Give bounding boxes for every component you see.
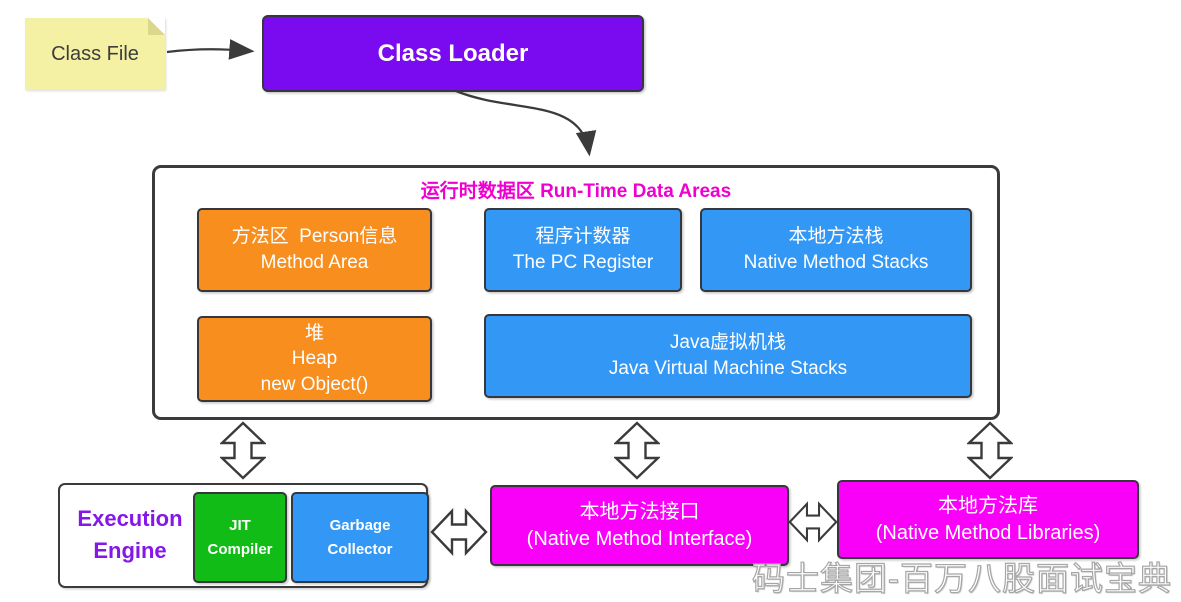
updown-arrow-icon	[967, 421, 1013, 480]
execution-engine-label: Execution Engine	[64, 503, 196, 567]
leftright-arrow-icon	[788, 501, 838, 543]
leftright-arrow-icon	[430, 508, 488, 556]
class-loader-box: Class Loader	[262, 15, 644, 92]
class-file-label: Class File	[51, 42, 139, 65]
garbage-collector-box: Garbage Collector	[291, 492, 429, 583]
native-method-libraries-label-en: (Native Method Libraries)	[875, 521, 1101, 544]
classfile-to-loader-arrow	[166, 39, 255, 60]
jit-compiler-label-line2: Compiler	[207, 540, 273, 558]
native-method-stacks-box: 本地方法栈 Native Method Stacks	[700, 208, 972, 292]
pc-register-label-zh: 程序计数器	[535, 226, 631, 248]
jvm-stacks-label-zh: Java虚拟机栈	[669, 332, 787, 354]
native-method-interface-label-en: (Native Method Interface)	[526, 527, 753, 550]
heap-label-code: new Object()	[260, 373, 369, 395]
native-method-stacks-label-zh: 本地方法栈	[788, 226, 884, 248]
pc-register-label-en: The PC Register	[512, 252, 654, 273]
class-file-note: Class File	[25, 18, 165, 90]
pc-register-box: 程序计数器 The PC Register	[484, 208, 682, 292]
watermark-text: 码士集团-百万八股面试宝典	[751, 559, 1172, 597]
jit-compiler-box: JIT Compiler	[193, 492, 287, 583]
heap-label-zh: 堆	[304, 322, 324, 344]
native-method-libraries-label-zh: 本地方法库	[938, 494, 1038, 517]
jvm-stacks-box: Java虚拟机栈 Java Virtual Machine Stacks	[484, 314, 972, 398]
native-method-interface-label-zh: 本地方法接口	[579, 500, 700, 523]
native-method-stacks-label-en: Native Method Stacks	[743, 252, 929, 273]
updown-arrow-icon	[220, 421, 266, 480]
native-method-libraries-box: 本地方法库 (Native Method Libraries)	[837, 480, 1139, 559]
garbage-collector-label-line2: Collector	[327, 540, 393, 558]
class-loader-label: Class Loader	[377, 39, 529, 67]
method-area-box: 方法区 Person信息 Method Area	[197, 208, 432, 292]
jit-compiler-label-line1: JIT	[229, 517, 251, 535]
method-area-label-en: Method Area	[260, 252, 369, 273]
execution-engine-label-line1: Execution	[77, 506, 183, 531]
heap-box: 堆 Heap new Object()	[197, 316, 432, 402]
updown-arrow-icon	[614, 421, 660, 480]
heap-label-en: Heap	[291, 348, 338, 370]
jvm-stacks-label-en: Java Virtual Machine Stacks	[608, 358, 848, 379]
execution-engine-label-line2: Engine	[93, 537, 167, 563]
native-method-interface-box: 本地方法接口 (Native Method Interface)	[490, 485, 789, 566]
runtime-data-areas-title: 运行时数据区 Run-Time Data Areas	[420, 181, 732, 202]
method-area-label-zh: 方法区 Person信息	[231, 226, 398, 248]
garbage-collector-label-line1: Garbage	[329, 517, 391, 535]
loader-to-runtime-arrow	[455, 89, 597, 157]
